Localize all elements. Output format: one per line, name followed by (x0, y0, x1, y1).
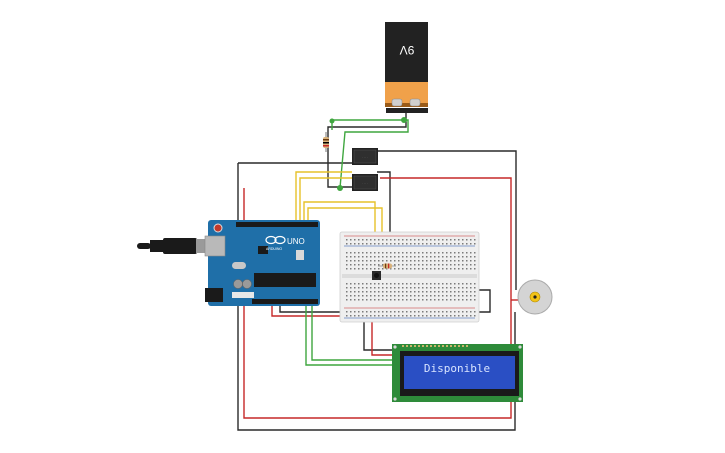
battery-9v-icon[interactable]: 9V (385, 22, 428, 113)
lcd-message: Disponible (424, 362, 490, 375)
wire-yellow-3[interactable] (303, 201, 376, 252)
push-button-icon[interactable] (372, 271, 381, 280)
usb-plug-icon (137, 238, 210, 254)
arduino-uno-board[interactable]: UNO ARDUINO (204, 220, 320, 306)
resistor-icon[interactable] (323, 132, 329, 152)
breadboard-holes (346, 239, 476, 317)
lcd-header-pins (402, 345, 468, 347)
junction-dot (337, 185, 343, 191)
relay-module-icon[interactable]: · ·· · (352, 148, 378, 165)
junction-dot (329, 118, 335, 124)
wire-yellow-1[interactable] (295, 171, 352, 222)
breadboard[interactable] (339, 231, 480, 323)
arduino-brand-label: UNO (287, 237, 305, 246)
wire-red-outer[interactable] (243, 177, 512, 419)
svg-text:· ·· ·: · ·· · (362, 181, 368, 185)
lcd-display[interactable]: Disponible (392, 344, 523, 402)
wire-green-lcd-1[interactable] (305, 304, 392, 366)
reset-button[interactable] (213, 223, 223, 233)
wire-black-arduino-gnd[interactable] (279, 304, 350, 313)
wire-green-lcd-2[interactable] (311, 304, 392, 361)
junction-dot (401, 117, 407, 123)
wire-yellow-2[interactable] (299, 177, 352, 222)
resistor-icon[interactable] (378, 263, 396, 269)
wire-black-relay-motor[interactable] (377, 150, 517, 290)
wire-black-relay-breadboard[interactable] (377, 171, 391, 252)
svg-text:· ·· ·: · ·· · (362, 155, 368, 159)
wire-yellow-4[interactable] (307, 207, 383, 252)
arduino-logo-icon (265, 235, 286, 245)
dc-motor-icon[interactable] (517, 279, 553, 315)
arduino-logo-text: ARDUINO (266, 247, 282, 251)
relay-module-icon[interactable]: · ·· · (352, 174, 378, 191)
wire-red-arduino[interactable] (271, 304, 348, 317)
battery-label: 9V (400, 43, 415, 57)
